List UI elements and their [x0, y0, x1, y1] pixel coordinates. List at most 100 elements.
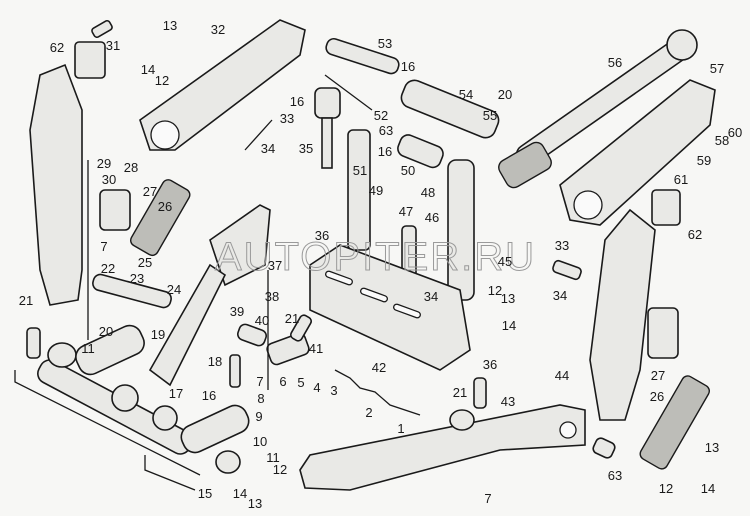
- callout-label-50: 50: [401, 163, 415, 178]
- part-bushing-17: [111, 384, 139, 412]
- callout-label-16: 16: [378, 144, 392, 159]
- callout-label-41: 41: [309, 341, 323, 356]
- part-pin-33: [552, 259, 582, 281]
- part-block-43: [449, 409, 475, 431]
- part-slot: [325, 270, 353, 286]
- part-lift-arm-61: [559, 79, 716, 226]
- part-chain-2: [334, 369, 421, 416]
- callout-label-37: 37: [268, 258, 282, 273]
- part-lever-45: [447, 159, 475, 301]
- callout-label-56: 56: [608, 55, 622, 70]
- callout-label-32: 32: [211, 22, 225, 37]
- callout-label-51: 51: [353, 163, 367, 178]
- callout-label-45: 45: [498, 254, 512, 269]
- part-clamp-27b: [647, 307, 679, 359]
- part-pin-18: [229, 354, 241, 388]
- callout-label-4: 4: [313, 380, 320, 395]
- callout-label-54: 54: [459, 87, 473, 102]
- callout-label-29: 29: [97, 156, 111, 171]
- callout-label-14: 14: [502, 318, 516, 333]
- callout-label-14: 14: [701, 481, 715, 496]
- part-clamp-27: [99, 189, 131, 231]
- part-slot: [393, 303, 421, 319]
- part-column-51: [347, 129, 371, 251]
- part-cylinder-26: [130, 179, 191, 257]
- part-bracket-62b: [651, 189, 681, 226]
- callout-label-7: 7: [100, 239, 107, 254]
- callout-label-3: 3: [330, 383, 337, 398]
- callout-label-12: 12: [155, 73, 169, 88]
- callout-label-20: 20: [498, 87, 512, 102]
- part-hub-32: [150, 120, 180, 150]
- callout-label-20: 20: [99, 324, 113, 339]
- part-housing-42: [309, 244, 471, 371]
- part-bolt-31: [91, 19, 113, 39]
- callout-label-44: 44: [555, 368, 569, 383]
- callout-label-28: 28: [124, 160, 138, 175]
- callout-label-18: 18: [208, 354, 222, 369]
- assembly-bracket: [14, 370, 201, 476]
- callout-label-36: 36: [483, 357, 497, 372]
- part-slot: [360, 287, 388, 303]
- callout-label-55: 55: [483, 108, 497, 123]
- part-lower-link-1: [299, 404, 586, 491]
- callout-label-15: 15: [198, 486, 212, 501]
- callout-label-60: 60: [728, 125, 742, 140]
- callout-label-30: 30: [102, 172, 116, 187]
- callout-label-12: 12: [659, 481, 673, 496]
- callout-label-62: 62: [50, 40, 64, 55]
- callout-label-59: 59: [697, 153, 711, 168]
- callout-label-46: 46: [425, 210, 439, 225]
- callout-label-34: 34: [553, 288, 567, 303]
- part-ball-end-57: [666, 29, 698, 61]
- callout-label-19: 19: [151, 327, 165, 342]
- callout-label-5: 5: [297, 375, 304, 390]
- callout-label-10: 10: [253, 434, 267, 449]
- callout-label-34: 34: [261, 141, 275, 156]
- callout-label-48: 48: [421, 185, 435, 200]
- part-hole: [559, 421, 577, 439]
- part-pin-21c: [473, 377, 487, 409]
- callout-label-11: 11: [266, 450, 280, 465]
- part-lift-arm-32: [139, 19, 306, 151]
- callout-label-52: 52: [374, 108, 388, 123]
- part-splined-shaft-54: [400, 79, 500, 139]
- callout-label-42: 42: [372, 360, 386, 375]
- callout-label-17: 17: [169, 386, 183, 401]
- callout-label-6: 6: [279, 374, 286, 389]
- callout-label-58: 58: [715, 133, 729, 148]
- callout-label-35: 35: [299, 141, 313, 156]
- callout-label-36: 36: [315, 228, 329, 243]
- callout-label-62: 62: [688, 227, 702, 242]
- part-arm-19: [148, 263, 227, 387]
- callout-label-7: 7: [256, 374, 263, 389]
- part-bushing-11b: [215, 450, 241, 474]
- callout-label-27: 27: [143, 184, 157, 199]
- callout-label-27: 27: [651, 368, 665, 383]
- callout-label-14: 14: [233, 486, 247, 501]
- part-bushing-17b: [152, 405, 178, 431]
- callout-label-33: 33: [280, 111, 294, 126]
- callout-label-13: 13: [705, 440, 719, 455]
- part-arm-11: [75, 324, 145, 376]
- callout-label-34: 34: [424, 289, 438, 304]
- callout-label-12: 12: [273, 462, 287, 477]
- callout-label-11: 11: [81, 341, 95, 356]
- part-bushing-21: [26, 327, 41, 359]
- callout-label-61: 61: [674, 172, 688, 187]
- callout-label-24: 24: [167, 282, 181, 297]
- callout-label-33: 33: [555, 238, 569, 253]
- assembly-bracket: [324, 74, 373, 111]
- callout-label-26: 26: [158, 199, 172, 214]
- callout-label-23: 23: [130, 271, 144, 286]
- callout-label-13: 13: [501, 291, 515, 306]
- callout-label-2: 2: [365, 405, 372, 420]
- callout-label-1: 1: [397, 421, 404, 436]
- part-pin-53: [325, 37, 400, 75]
- callout-label-16: 16: [401, 59, 415, 74]
- callout-label-7: 7: [484, 491, 491, 506]
- callout-label-13: 13: [163, 18, 177, 33]
